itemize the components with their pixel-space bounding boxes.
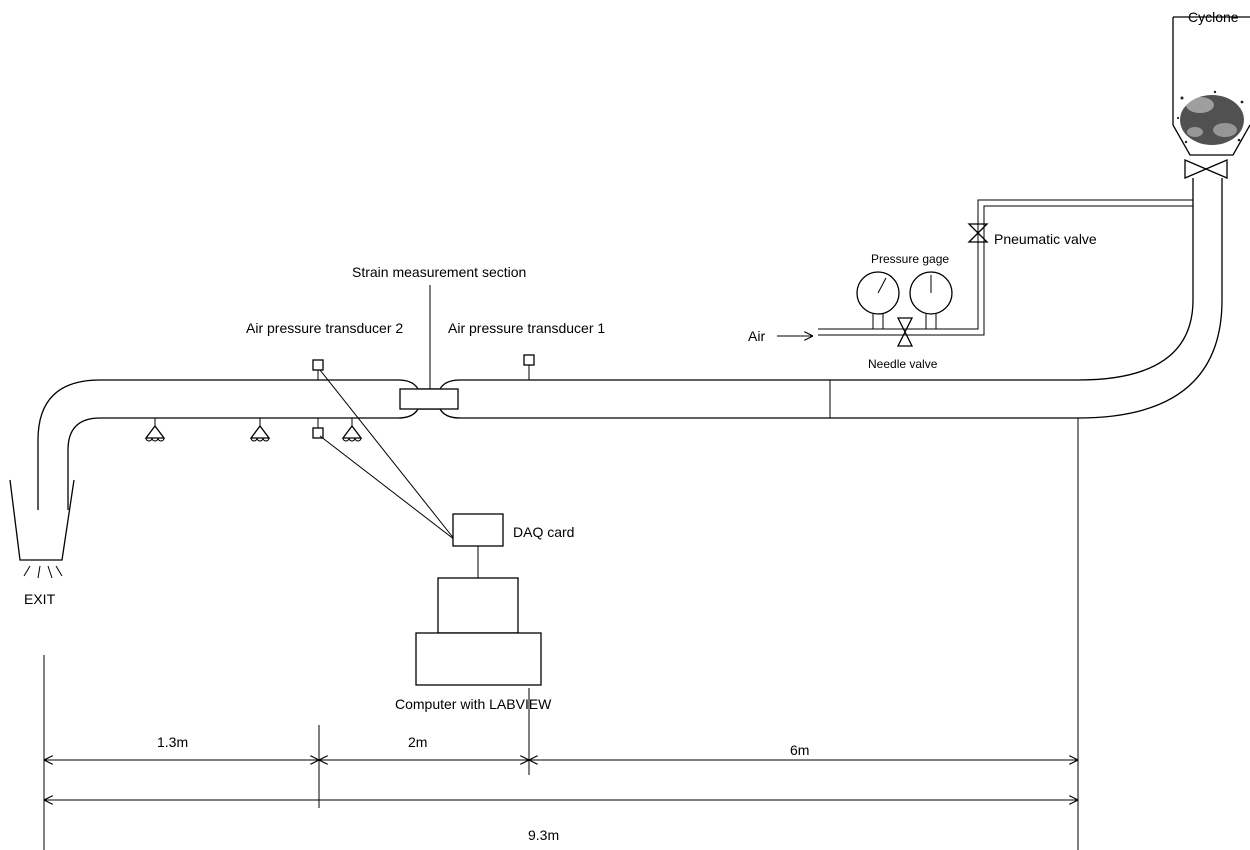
air-pressure-transducer-1: Air pressure transducer 1 (448, 320, 605, 380)
exit-label: EXIT (24, 591, 56, 607)
dimension-lines: 1.3m 2m 6m 9.3m (43, 418, 1079, 850)
pressure-gage-label: Pressure gage (871, 252, 949, 266)
support-2 (249, 418, 271, 442)
dim-seg2-label: 2m (408, 734, 427, 750)
cyclone-particles (1176, 90, 1244, 145)
conveying-pipeline (37, 178, 1223, 510)
cyclone-discharge-valve (1184, 159, 1228, 179)
air-label: Air (748, 328, 765, 344)
transducer-2-label: Air pressure transducer 2 (246, 320, 403, 336)
cyclone: Cyclone (1172, 9, 1250, 156)
pipe-supports (144, 418, 363, 442)
pressure-gage-2 (909, 271, 953, 329)
needle-valve-label: Needle valve (868, 357, 938, 371)
air-supply-line: Air Pneumatic valve Pressure gage Needle… (748, 199, 1193, 371)
computer: Computer with LABVIEW (395, 577, 552, 712)
support-3 (341, 418, 363, 442)
air-pressure-transducer-2: Air pressure transducer 2 (246, 320, 403, 439)
daq-card: DAQ card (452, 513, 574, 547)
daq-card-label: DAQ card (513, 524, 574, 540)
computer-base (415, 632, 542, 686)
dim-seg3-label: 6m (790, 742, 809, 758)
strain-measurement-section: Strain measurement section (352, 264, 526, 410)
needle-valve: Needle valve (868, 317, 938, 371)
dim-seg1-label: 1.3m (157, 734, 188, 750)
computer-monitor (437, 577, 519, 634)
strain-section-label: Strain measurement section (352, 264, 526, 280)
computer-label: Computer with LABVIEW (395, 696, 552, 712)
pneumatic-valve-label: Pneumatic valve (994, 231, 1097, 247)
pneumatic-valve: Pneumatic valve (967, 223, 1097, 247)
cyclone-label: Cyclone (1188, 9, 1239, 25)
dim-total-label: 9.3m (528, 827, 559, 843)
transducer-1-label: Air pressure transducer 1 (448, 320, 605, 336)
exit-hopper: EXIT (9, 479, 75, 607)
pressure-gage-1 (856, 271, 900, 329)
support-1 (144, 418, 166, 442)
signal-wires (319, 369, 456, 541)
